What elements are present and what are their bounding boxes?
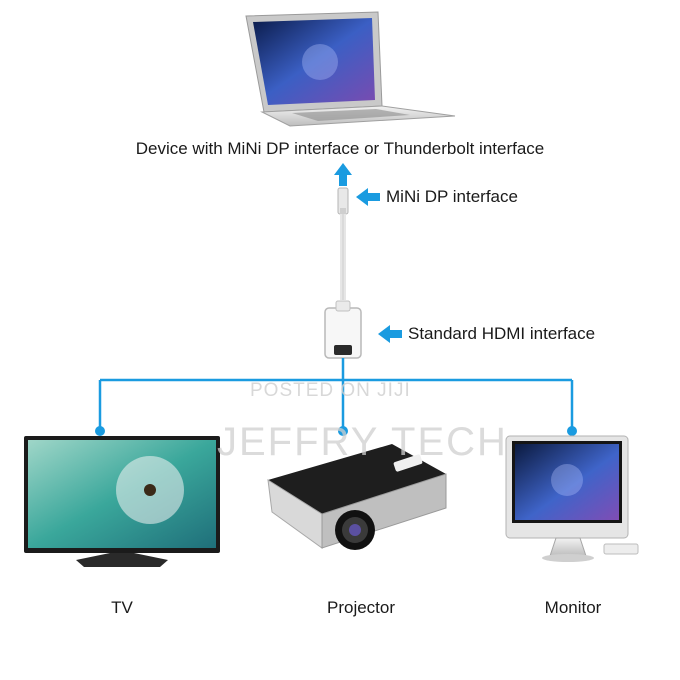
adapter-cable-icon (324, 187, 362, 359)
connector-lines (98, 358, 574, 430)
tv-label: TV (111, 598, 133, 617)
watermark-brand: JEFFRY TECH (217, 420, 508, 464)
monitor-label: Monitor (544, 598, 602, 617)
minidp-interface-label: MiNi DP interface (386, 187, 518, 206)
connector-end-dots (95, 426, 577, 436)
projector-label: Projector (326, 598, 396, 617)
arrow-left-minidp-icon (356, 188, 380, 206)
arrow-up-icon (334, 163, 352, 186)
projector-icon (267, 444, 447, 550)
monitor-icon (505, 435, 639, 562)
source-device-label: Device with MiNi DP interface or Thunder… (135, 139, 545, 158)
arrow-left-hdmi-icon (378, 325, 402, 343)
tv-icon (24, 436, 220, 567)
hdmi-interface-label: Standard HDMI interface (408, 324, 596, 343)
watermark-posted: POSTED ON JIJI (250, 380, 411, 401)
laptop-icon (245, 11, 456, 127)
